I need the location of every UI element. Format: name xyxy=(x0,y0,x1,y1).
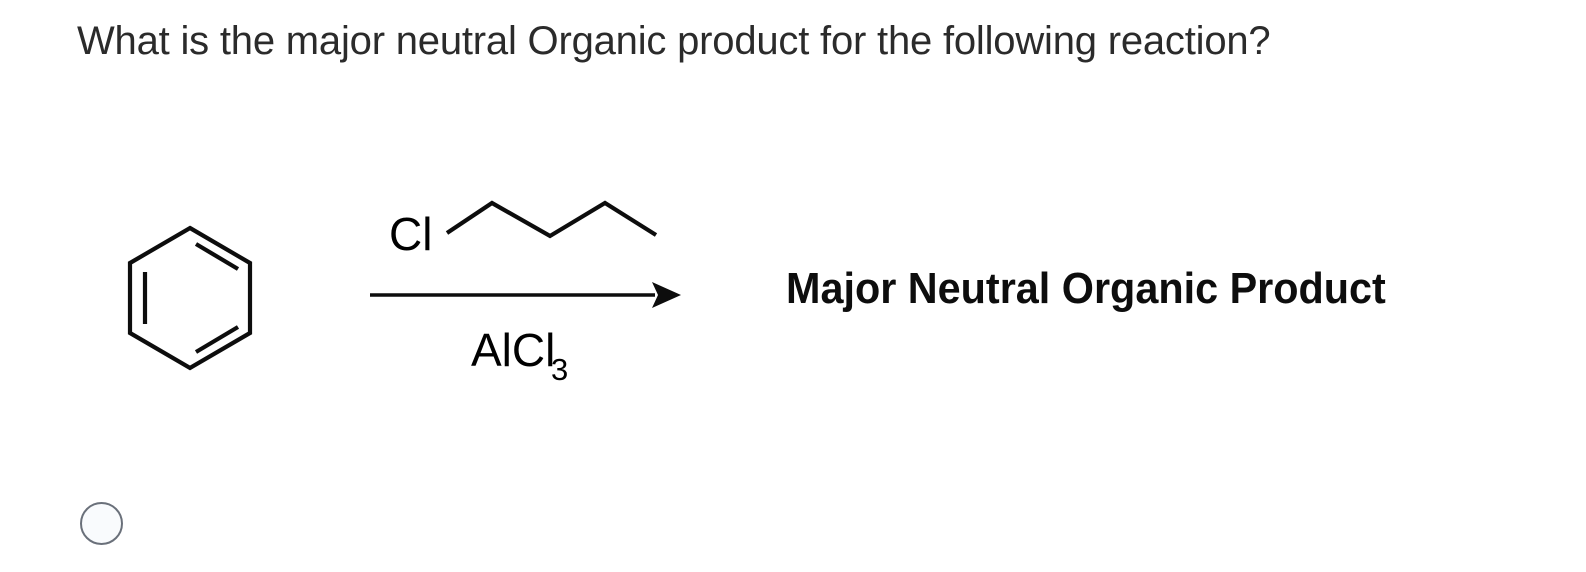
benzene-ring-icon xyxy=(127,225,253,371)
reaction-arrow-icon xyxy=(370,282,681,308)
answer-options-list xyxy=(80,502,137,545)
product-placeholder-text: Major Neutral Organic Product xyxy=(786,264,1386,313)
reaction-scheme-svg: Cl AlCl 3 xyxy=(127,200,681,387)
reagent-base-label: AlCl xyxy=(471,324,555,376)
chlorine-label: Cl xyxy=(389,208,432,260)
radio-button-icon[interactable] xyxy=(80,502,123,545)
question-prompt: What is the major neutral Organic produc… xyxy=(77,19,1271,63)
reaction-scheme: Cl AlCl 3 xyxy=(0,120,1586,410)
reagent-subscript-label: 3 xyxy=(551,352,568,387)
reagent-label: AlCl 3 xyxy=(471,324,568,387)
alkyl-halide-structure: Cl xyxy=(389,200,658,260)
answer-option-1[interactable] xyxy=(80,502,137,545)
